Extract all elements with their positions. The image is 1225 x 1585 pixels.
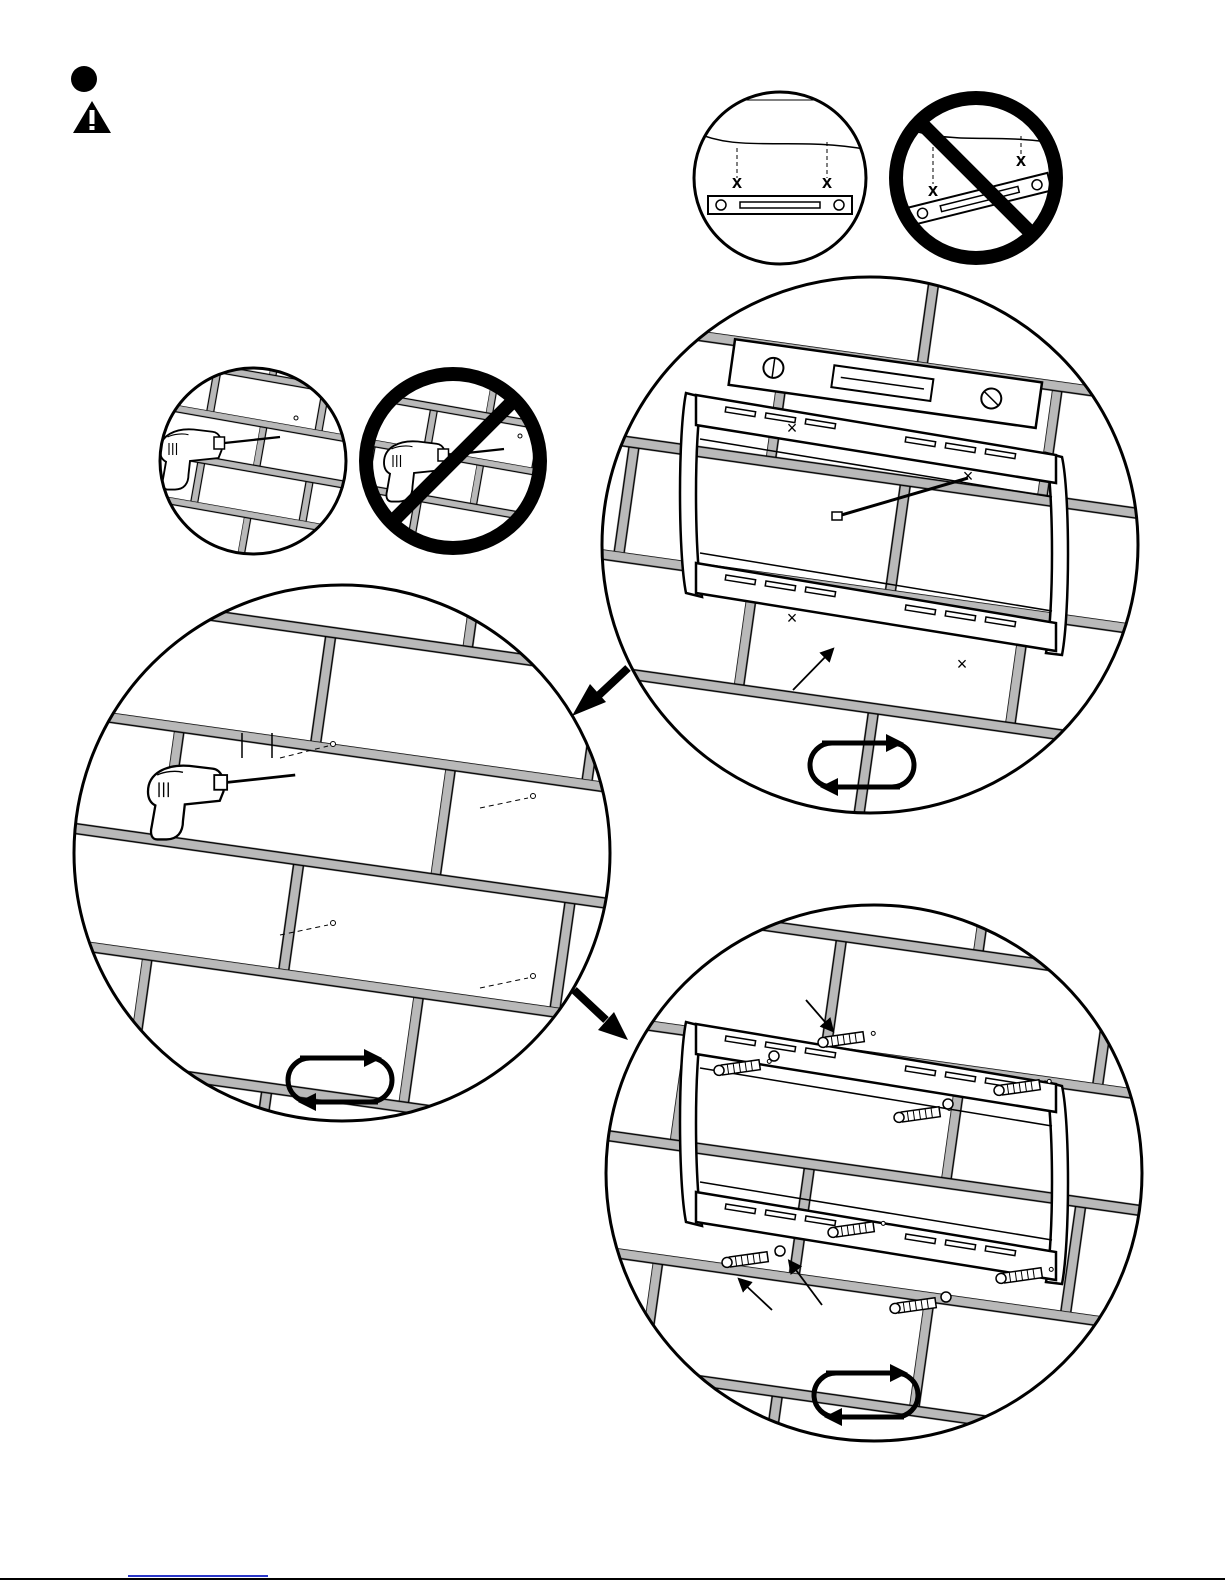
footer-rule — [0, 1578, 1225, 1580]
level-incorrect-illustration: x x — [886, 90, 1066, 270]
svg-text:x: x — [1016, 150, 1026, 170]
svg-text:x: x — [732, 172, 742, 192]
anchors-installed-illustration — [604, 903, 1144, 1443]
svg-text:x: x — [822, 172, 832, 192]
level-correct-illustration: x x — [690, 90, 870, 270]
drill-incorrect-illustration — [350, 360, 560, 570]
drill-holes-illustration — [70, 580, 620, 1130]
svg-text:×: × — [963, 466, 974, 486]
flow-arrow-2 — [574, 990, 606, 1020]
svg-text:×: × — [787, 608, 798, 628]
warning-triangle-icon — [73, 101, 111, 133]
svg-text:×: × — [787, 418, 798, 438]
step-bullet-icon — [71, 66, 97, 92]
svg-text:×: × — [957, 654, 968, 674]
svg-text:x: x — [928, 180, 938, 200]
footer-link-underline[interactable] — [128, 1575, 268, 1577]
flow-arrow-1 — [598, 668, 628, 696]
drill-correct-illustration — [150, 360, 360, 570]
wall-plate-level-illustration: × × × × — [600, 275, 1140, 815]
